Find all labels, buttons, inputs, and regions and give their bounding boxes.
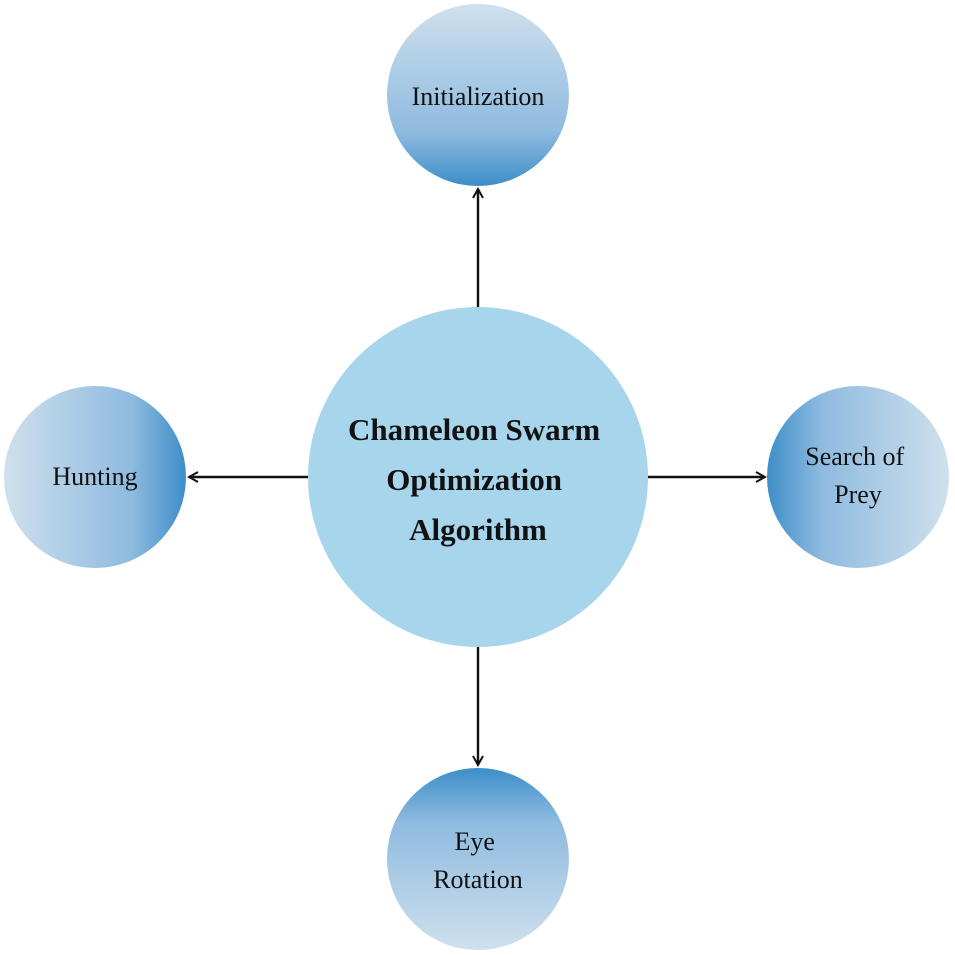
center-node-label: Chameleon Swarm Optimization Algorithm xyxy=(348,412,608,547)
search-of-prey-line-2: Prey xyxy=(834,480,882,509)
eye-rotation-node: Eye Rotation xyxy=(387,768,569,950)
search-of-prey-line-1: Search of xyxy=(805,442,904,471)
center-node-circle xyxy=(308,307,648,647)
initialization-node-circle xyxy=(387,4,569,186)
eye-rotation-node-circle xyxy=(387,768,569,950)
connectors xyxy=(189,189,765,765)
center-label-line-2: Optimization xyxy=(386,462,562,497)
search-of-prey-node-label: Search of Prey xyxy=(805,442,910,509)
initialization-node: Initialization xyxy=(387,4,569,186)
eye-rotation-line-1: Eye xyxy=(455,827,495,856)
center-label-line-1: Chameleon Swarm xyxy=(348,412,600,447)
search-of-prey-node: Search of Prey xyxy=(767,386,949,568)
hunting-node-circle xyxy=(4,386,186,568)
search-of-prey-node-circle xyxy=(767,386,949,568)
initialization-node-label: Initialization xyxy=(412,82,545,111)
eye-rotation-node-label: Eye Rotation xyxy=(433,827,523,894)
center-node: Chameleon Swarm Optimization Algorithm xyxy=(308,307,648,647)
hunting-node-label: Hunting xyxy=(52,462,137,491)
center-label-line-3: Algorithm xyxy=(409,512,547,547)
hunting-node: Hunting xyxy=(4,386,186,568)
eye-rotation-line-2: Rotation xyxy=(433,865,523,894)
